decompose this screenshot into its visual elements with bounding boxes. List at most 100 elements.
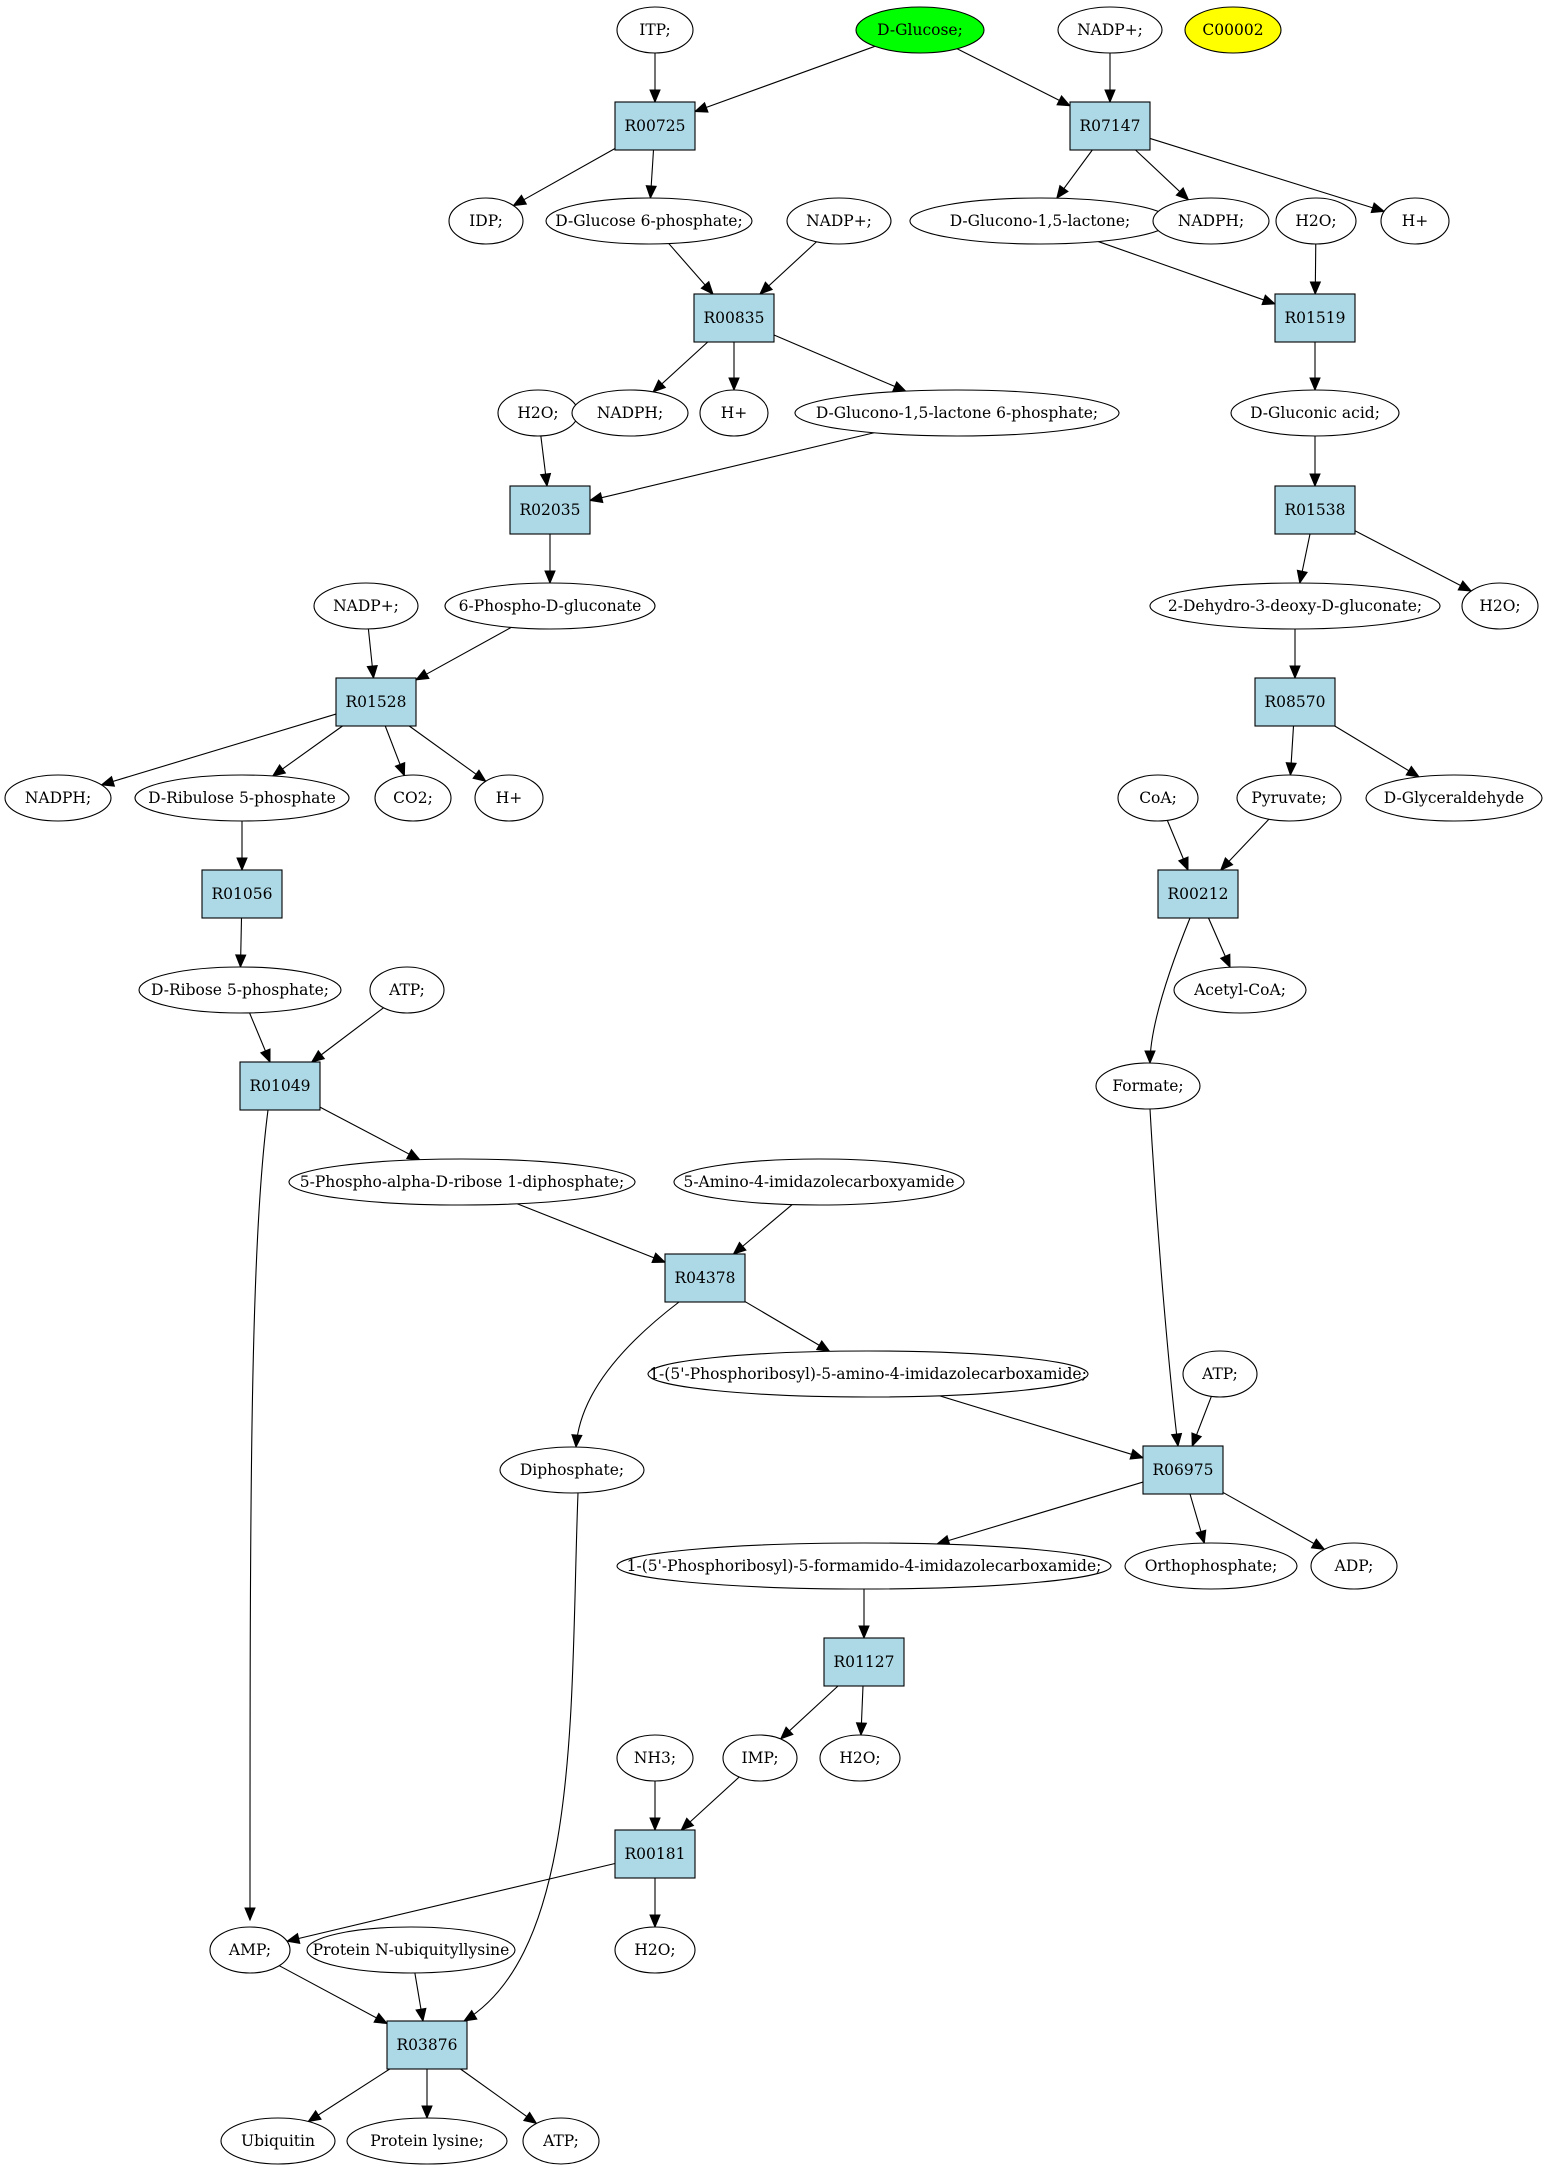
compound-node-hplus2[interactable]: H+ <box>699 389 769 437</box>
compound-node-nh3[interactable]: NH3; <box>616 1734 694 1782</box>
compound-node-prpp[interactable]: 5-Phospho-alpha-D-ribose 1-diphosphate; <box>288 1158 636 1206</box>
compound-ellipse <box>306 1926 516 1974</box>
compound-label: Formate; <box>1112 1077 1183 1095</box>
compound-node-adp[interactable]: ADP; <box>1310 1542 1398 1590</box>
compound-label: D-Glucono-1,5-lactone 6-phosphate; <box>816 404 1098 422</box>
compound-node-acetylcoa[interactable]: Acetyl-CoA; <box>1173 966 1307 1014</box>
compound-ellipse <box>545 197 753 245</box>
compound-ellipse <box>855 6 985 54</box>
compound-node-coa[interactable]: CoA; <box>1117 774 1199 822</box>
compound-label: AMP; <box>228 1941 271 1959</box>
reaction-box <box>1069 101 1151 151</box>
compound-node-ubiquitin[interactable]: Ubiquitin <box>220 2117 336 2165</box>
compound-node-hplus3[interactable]: H+ <box>474 774 544 822</box>
reaction-box <box>1254 677 1336 727</box>
compound-node-h2o3[interactable]: H2O; <box>1461 582 1539 630</box>
edge-line <box>460 2068 537 2124</box>
reaction-node-r01049[interactable]: R01049 <box>239 1061 321 1111</box>
compound-node-pyruvate[interactable]: Pyruvate; <box>1236 774 1342 822</box>
edge-line <box>516 1203 666 1263</box>
compound-node-atp3[interactable]: ATP; <box>522 2117 600 2165</box>
compound-node-imp[interactable]: IMP; <box>722 1734 798 1782</box>
compound-node-h2o5[interactable]: H2O; <box>614 1926 696 1974</box>
compound-node-kdg[interactable]: 2-Dehydro-3-deoxy-D-gluconate; <box>1149 582 1441 630</box>
compound-label: H+ <box>1402 212 1429 230</box>
compound-node-atp1[interactable]: ATP; <box>369 966 445 1014</box>
compound-node-dg6p[interactable]: D-Glucose 6-phosphate; <box>545 197 753 245</box>
reaction-label: R00725 <box>625 117 686 135</box>
compound-node-protub[interactable]: Protein N-ubiquityllysine <box>306 1926 516 1974</box>
compound-node-faicar[interactable]: 1-(5'-Phosphoribosyl)-5-formamido-4-imid… <box>616 1542 1112 1590</box>
compound-ellipse <box>448 197 524 245</box>
edge-nadp2-to-r00835 <box>759 241 817 295</box>
reaction-label: R02035 <box>520 501 581 519</box>
reaction-label: R01538 <box>1285 501 1346 519</box>
compound-node-nadp1[interactable]: NADP+; <box>1057 6 1163 54</box>
compound-node-dgl6p[interactable]: D-Glucono-1,5-lactone 6-phosphate; <box>794 389 1120 437</box>
edge-arrowhead <box>855 1722 868 1737</box>
compound-label: H+ <box>721 404 748 422</box>
reaction-node-r08570[interactable]: R08570 <box>1254 677 1336 727</box>
reaction-node-r03876[interactable]: R03876 <box>386 2020 468 2070</box>
compound-node-nadp3[interactable]: NADP+; <box>313 582 419 630</box>
compound-node-pg6[interactable]: 6-Phospho-D-gluconate <box>444 582 656 630</box>
compound-node-co2[interactable]: CO2; <box>374 774 452 822</box>
compound-node-dgluconic[interactable]: D-Gluconic acid; <box>1230 389 1400 437</box>
reaction-node-r01056[interactable]: R01056 <box>201 869 283 919</box>
compound-node-atp2[interactable]: ATP; <box>1182 1350 1258 1398</box>
compound-node-orthophosphate[interactable]: Orthophosphate; <box>1124 1542 1298 1590</box>
edge-r07147-to-hplus1 <box>1149 137 1386 214</box>
compound-node-hplus1[interactable]: H+ <box>1380 197 1450 245</box>
compound-node-h2o4[interactable]: H2O; <box>819 1734 901 1782</box>
reaction-node-r02035[interactable]: R02035 <box>509 485 591 535</box>
reaction-node-r01519[interactable]: R01519 <box>1274 293 1356 343</box>
edge-arrowhead <box>462 2009 478 2022</box>
compound-node-idp[interactable]: IDP; <box>448 197 524 245</box>
compound-node-diphosphate[interactable]: Diphosphate; <box>499 1446 645 1494</box>
reaction-node-r04378[interactable]: R04378 <box>664 1253 746 1303</box>
compound-node-nadph1[interactable]: NADPH; <box>1152 197 1270 245</box>
reaction-node-r00212[interactable]: R00212 <box>1157 869 1239 919</box>
reaction-node-r01528[interactable]: R01528 <box>335 677 417 727</box>
edge-nadp3-to-r01528 <box>366 628 378 680</box>
edge-r01528-to-co2 <box>384 725 406 777</box>
edge-dru5p-to-r01056 <box>236 821 248 872</box>
compound-node-c00002[interactable]: C00002 <box>1184 6 1282 54</box>
compound-node-h2o2[interactable]: H2O; <box>497 389 579 437</box>
compound-node-dglactone[interactable]: D-Glucono-1,5-lactone; <box>909 197 1171 245</box>
compound-node-nadph2[interactable]: NADPH; <box>571 389 689 437</box>
compound-ellipse <box>138 966 342 1014</box>
reaction-node-r06975[interactable]: R06975 <box>1142 1445 1224 1495</box>
edge-formate-to-r06975 <box>1149 1108 1183 1448</box>
edge-arrowhead <box>779 1726 794 1740</box>
reaction-node-r01538[interactable]: R01538 <box>1274 485 1356 535</box>
reaction-node-r01127[interactable]: R01127 <box>823 1637 905 1687</box>
edge-line <box>513 148 616 207</box>
reaction-node-r07147[interactable]: R07147 <box>1069 101 1151 151</box>
compound-node-aicar[interactable]: 1-(5'-Phosphoribosyl)-5-amino-4-imidazol… <box>647 1350 1089 1398</box>
compound-node-aica[interactable]: 5-Amino-4-imidazolecarboxyamide <box>673 1158 965 1206</box>
compound-node-itp[interactable]: ITP; <box>616 6 694 54</box>
edge-r06975-to-orthophosphate <box>1189 1493 1207 1545</box>
compound-node-dr5p[interactable]: D-Ribose 5-phosphate; <box>138 966 342 1014</box>
reaction-node-r00725[interactable]: R00725 <box>614 101 696 151</box>
reaction-node-r00181[interactable]: R00181 <box>614 1829 696 1879</box>
compound-node-dru5p[interactable]: D-Ribulose 5-phosphate <box>134 774 350 822</box>
compound-node-dglyc[interactable]: D-Glyceraldehyde <box>1365 774 1543 822</box>
compound-node-h2o1[interactable]: H2O; <box>1275 197 1357 245</box>
edge-arrowhead <box>366 664 378 680</box>
compound-node-nadp2[interactable]: NADP+; <box>786 197 892 245</box>
edge-arrowhead <box>1309 377 1321 392</box>
compound-ellipse <box>794 389 1120 437</box>
edge-prpp-to-r04378 <box>516 1203 667 1263</box>
reaction-node-r00835[interactable]: R00835 <box>693 293 775 343</box>
compound-node-amp[interactable]: AMP; <box>209 1926 291 1974</box>
edge-arrowhead <box>394 761 406 777</box>
compound-node-protlys[interactable]: Protein lysine; <box>346 2117 508 2165</box>
compound-node-nadph3[interactable]: NADPH; <box>4 774 112 822</box>
compound-node-dglucose[interactable]: D-Glucose; <box>855 6 985 54</box>
compound-ellipse <box>134 774 350 822</box>
compound-node-formate[interactable]: Formate; <box>1095 1062 1201 1110</box>
edge-line <box>936 1481 1144 1545</box>
